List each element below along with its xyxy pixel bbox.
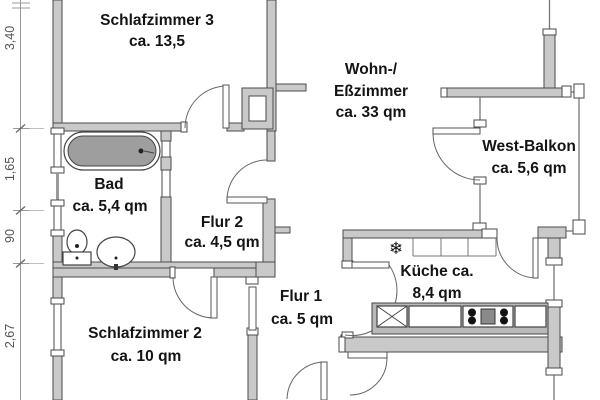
- door-jamb: [180, 121, 188, 133]
- door-jamb: [338, 336, 346, 353]
- label-wohnzimmer-1: Wohn-/: [345, 61, 398, 78]
- bad-door-slot: [161, 140, 171, 158]
- door-jamb: [245, 276, 259, 285]
- dim-label-165: 1,65: [3, 157, 17, 181]
- doors: [172, 84, 539, 400]
- dim-tick: [13, 206, 44, 215]
- label-flur2: Flur 2: [201, 214, 243, 231]
- label-west-balkon: West-Balkon: [482, 138, 576, 155]
- label-bad-area: ca. 5,4 qm: [73, 198, 148, 215]
- stove: [462, 305, 514, 328]
- toilet: [62, 229, 92, 266]
- door-jamb: [341, 260, 354, 269]
- door-jamb: [481, 228, 498, 239]
- dim-label-340: 3,40: [3, 26, 17, 50]
- window-cap: [542, 28, 557, 36]
- label-schlafzimmer2-area: ca. 10 qm: [111, 348, 182, 365]
- snowflake-icon: ❄: [389, 239, 403, 258]
- label-schlafzimmer3-area: ca. 13,5: [129, 33, 185, 50]
- door-schlafzimmer3: [184, 84, 230, 129]
- door-flur2: [226, 159, 268, 204]
- door-kueche-right: [496, 237, 539, 279]
- window: [545, 257, 563, 308]
- dim-tick: [13, 259, 44, 268]
- sink: [96, 236, 136, 270]
- windows: [50, 0, 563, 400]
- window: [50, 127, 65, 174]
- label-bad: Bad: [94, 176, 123, 193]
- door-schlafzimmer2: [172, 276, 218, 319]
- room-labels: Schlafzimmer 3 ca. 13,5 Wohn-/ Eßzimmer …: [73, 12, 576, 365]
- window: [50, 199, 65, 237]
- balcony-railing: [561, 83, 586, 235]
- window: [545, 367, 563, 400]
- walls: [52, 0, 567, 400]
- window: [50, 297, 65, 357]
- label-kueche: Küche ca.: [400, 263, 473, 280]
- label-wohnzimmer-area: ca. 33 qm: [336, 104, 407, 121]
- kitchen-fixtures: ❄: [371, 238, 549, 335]
- shaft: [241, 87, 274, 130]
- label-west-balkon-area: ca. 5,6 qm: [492, 160, 567, 177]
- bathtub: [63, 131, 161, 171]
- dim-tick: [13, 124, 44, 133]
- label-kueche-area: 8,4 qm: [412, 285, 461, 302]
- upper-cabinets: [412, 238, 497, 257]
- label-flur1-area: ca. 5 qm: [271, 311, 333, 328]
- door-jamb: [169, 266, 176, 279]
- bad-door-slot: [161, 169, 171, 198]
- door-bottom-left: [286, 361, 328, 400]
- door-balcony: [432, 127, 481, 181]
- label-schlafzimmer2: Schlafzimmer 2: [88, 325, 202, 342]
- kitchen-counter: [371, 302, 549, 335]
- dim-label-267: 2,67: [3, 324, 17, 348]
- label-flur2-area: ca. 4,5 qm: [185, 234, 260, 251]
- dimension-ruler: 3,40 1,65 90 2,67: [3, 0, 44, 400]
- wall-thin-segment: [56, 173, 59, 200]
- label-wohnzimmer-2: Eßzimmer: [334, 83, 408, 100]
- bathroom-fixtures: [62, 131, 161, 270]
- door-bottom-right: [347, 351, 388, 396]
- window-cap: [440, 87, 448, 98]
- label-schlafzimmer3: Schlafzimmer 3: [100, 12, 214, 29]
- label-flur1: Flur 1: [280, 288, 323, 305]
- dim-label-90: 90: [3, 229, 17, 243]
- balcony-glass-wall: [472, 97, 487, 231]
- door-flur1-flur2-leaf: [248, 286, 257, 331]
